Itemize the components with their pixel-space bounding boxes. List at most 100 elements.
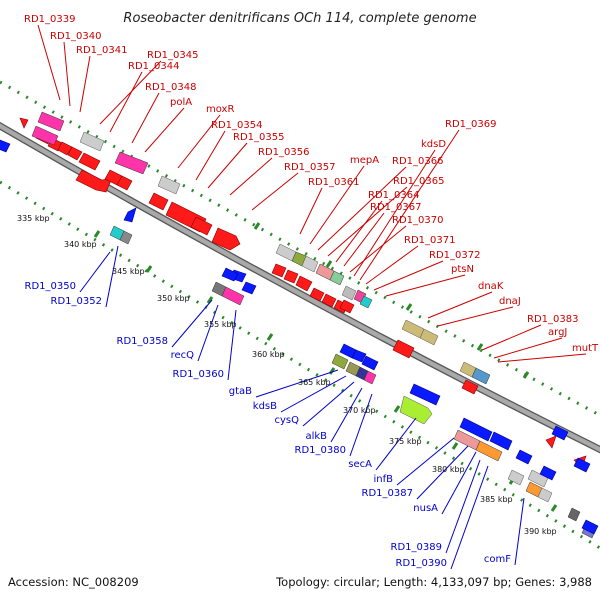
forward-gene-label-rd1-0344[interactable]: RD1_0344 [128, 61, 179, 72]
forward-gene-label-rd1-0355[interactable]: RD1_0355 [233, 132, 284, 143]
reverse-gene-leader-rd1-0350 [79, 251, 111, 293]
forward-gene-label-rd1-0354[interactable]: RD1_0354 [211, 120, 262, 131]
reverse-gene-leader-nusa [441, 451, 477, 515]
forward-gene-leader-rd1-0383 [481, 324, 542, 351]
forward-gene-leader-rd1-0356 [229, 157, 273, 196]
forward-gene-leader-rd1-0354 [195, 130, 226, 181]
forward-gene-leader-ptsn [385, 274, 466, 297]
reverse-strand-genes [0, 139, 599, 535]
reverse-gene-label-rd1-0380[interactable]: RD1_0380 [295, 445, 346, 456]
forward-gene-leader-dnak [427, 291, 493, 319]
forward-gene-label-rd1-0356[interactable]: RD1_0356 [258, 147, 309, 158]
reverse-gene-label-rd1-0360[interactable]: RD1_0360 [173, 369, 224, 380]
tick-label-345-kbp: 345 kbp [112, 267, 145, 276]
reverse-gene-label-rd1-0389[interactable]: RD1_0389 [391, 542, 442, 553]
tick-label-360-kbp: 360 kbp [252, 350, 285, 359]
forward-gene-leader-rd1-0348 [131, 92, 160, 144]
forward-gene-leader-mepa [309, 165, 365, 245]
reverse-gene-label-seca[interactable]: secA [348, 459, 372, 470]
forward-gene-leader-rd1-0344 [109, 71, 143, 133]
reverse-gene-label-nusa[interactable]: nusA [413, 503, 438, 514]
reverse-gene-label-rd1-0387[interactable]: RD1_0387 [362, 488, 413, 499]
forward-gene-label-rd1-0339[interactable]: RD1_0339 [24, 14, 75, 25]
forward-gene-leader-rd1-0364 [335, 200, 383, 263]
reverse-gene-label-rd1-0352[interactable]: RD1_0352 [51, 296, 102, 307]
forward-gene-leader-rd1-0355 [207, 142, 248, 189]
forward-gene-label-dnak[interactable]: dnaK [478, 281, 504, 292]
reverse-gene-leader-rd1-0387 [416, 445, 469, 500]
forward-gene-label-ptsn[interactable]: ptsN [451, 264, 474, 275]
forward-gene-label-rd1-0367[interactable]: RD1_0367 [370, 202, 421, 213]
forward-gene-leader-rd1-0371 [365, 245, 419, 285]
reverse-gene-leader-rd1-0380 [349, 393, 373, 457]
forward-gene-leader-dnaj [437, 306, 514, 327]
forward-gene-label-mepa[interactable]: mepA [350, 155, 379, 166]
forward-gene-label-rd1-0369[interactable]: RD1_0369 [445, 119, 496, 130]
reverse-gene-leader-gtab [255, 369, 339, 398]
forward-gene-leader-rd1-0341 [79, 55, 91, 113]
reverse-gene-label-alkb[interactable]: alkB [305, 431, 327, 442]
forward-gene-label-rd1-0340[interactable]: RD1_0340 [50, 31, 101, 42]
forward-gene-label-rd1-0370[interactable]: RD1_0370 [392, 215, 443, 226]
forward-gene-leader-rd1-0365 [327, 186, 408, 257]
reverse-gene-leader-rd1-0390 [450, 465, 489, 570]
reverse-gene-label-kdsb[interactable]: kdsB [253, 401, 277, 412]
forward-gene-label-dnaj[interactable]: dnaJ [499, 296, 521, 307]
reverse-gene-label-comf[interactable]: comF [484, 554, 511, 565]
forward-gene-leader-moxr [177, 114, 221, 169]
reverse-gene-leader-rd1-0352 [105, 245, 119, 308]
reverse-gene-leader-rd1-0389 [445, 459, 481, 554]
forward-gene-label-argj[interactable]: argJ [548, 327, 567, 338]
forward-gene-leader-rd1-0339 [37, 24, 61, 101]
forward-gene-leader-pola [144, 107, 185, 153]
forward-gene-label-rd1-0361[interactable]: RD1_0361 [308, 177, 359, 188]
track-tick-marks [93, 160, 558, 512]
map-title: Roseobacter denitrificans OCh 114, compl… [123, 11, 476, 26]
tick-label-380-kbp: 380 kbp [432, 465, 465, 474]
forward-gene-label-rd1-0371[interactable]: RD1_0371 [404, 235, 455, 246]
forward-gene-label-rd1-0345[interactable]: RD1_0345 [147, 50, 198, 61]
tick-label-340-kbp: 340 kbp [64, 240, 97, 249]
reverse-gene-label-rd1-0350[interactable]: RD1_0350 [25, 281, 76, 292]
reverse-gene-label-gtab[interactable]: gtaB [229, 386, 252, 397]
reverse-gene-leader-seca [375, 417, 417, 471]
reverse-gene-label-infb[interactable]: infB [374, 474, 394, 485]
reverse-gene-leader-alkb [330, 387, 363, 443]
forward-gene-label-kdsd[interactable]: kdsD [421, 139, 446, 150]
forward-gene-leader-rd1-0369 [359, 129, 460, 281]
forward-gene-label-moxr[interactable]: moxR [206, 104, 234, 115]
forward-gene-label-mutt[interactable]: mutT [572, 343, 599, 354]
reverse-gene-leader-kdsb [280, 375, 347, 413]
tick-label-390-kbp: 390 kbp [524, 527, 557, 536]
forward-gene-leader-rd1-0367 [343, 212, 385, 267]
reverse-gene-label-cysq[interactable]: cysQ [275, 415, 300, 426]
forward-gene-label-rd1-0372[interactable]: RD1_0372 [429, 250, 480, 261]
forward-gene-leader-mutt [497, 353, 587, 363]
reverse-gene-label-rd1-0390[interactable]: RD1_0390 [396, 558, 447, 569]
forward-gene-leader-kdsd [353, 149, 436, 277]
tick-label-385-kbp: 385 kbp [480, 495, 513, 504]
forward-gene-label-rd1-0357[interactable]: RD1_0357 [284, 162, 335, 173]
forward-gene-leader-rd1-0366 [317, 166, 407, 251]
reverse-gene-leader-cysq [302, 381, 355, 427]
forward-gene-label-rd1-0383[interactable]: RD1_0383 [527, 314, 578, 325]
label-leader-lines [37, 24, 587, 570]
forward-gene-leader-rd1-0340 [63, 41, 71, 107]
reverse-gene-label-rd1-0358[interactable]: RD1_0358 [117, 336, 168, 347]
forward-gene-label-rd1-0365[interactable]: RD1_0365 [393, 176, 444, 187]
forward-gene-label-rd1-0341[interactable]: RD1_0341 [76, 45, 127, 56]
forward-gene-label-pola[interactable]: polA [170, 97, 192, 108]
reverse-gene-leader-comf [514, 497, 525, 566]
feature-boxes [31, 111, 597, 539]
reverse-gene-leader-rd1-0358 [171, 299, 213, 348]
forward-gene-label-rd1-0348[interactable]: RD1_0348 [145, 82, 196, 93]
reverse-gene-leader-recq [197, 304, 219, 362]
genome-summary-text: Topology: circular; Length: 4,133,097 bp… [275, 575, 592, 589]
forward-gene-label-rd1-0364[interactable]: RD1_0364 [368, 190, 419, 201]
reverse-gene-label-recq[interactable]: recQ [171, 350, 195, 361]
forward-gene-label-rd1-0366[interactable]: RD1_0366 [392, 156, 443, 167]
